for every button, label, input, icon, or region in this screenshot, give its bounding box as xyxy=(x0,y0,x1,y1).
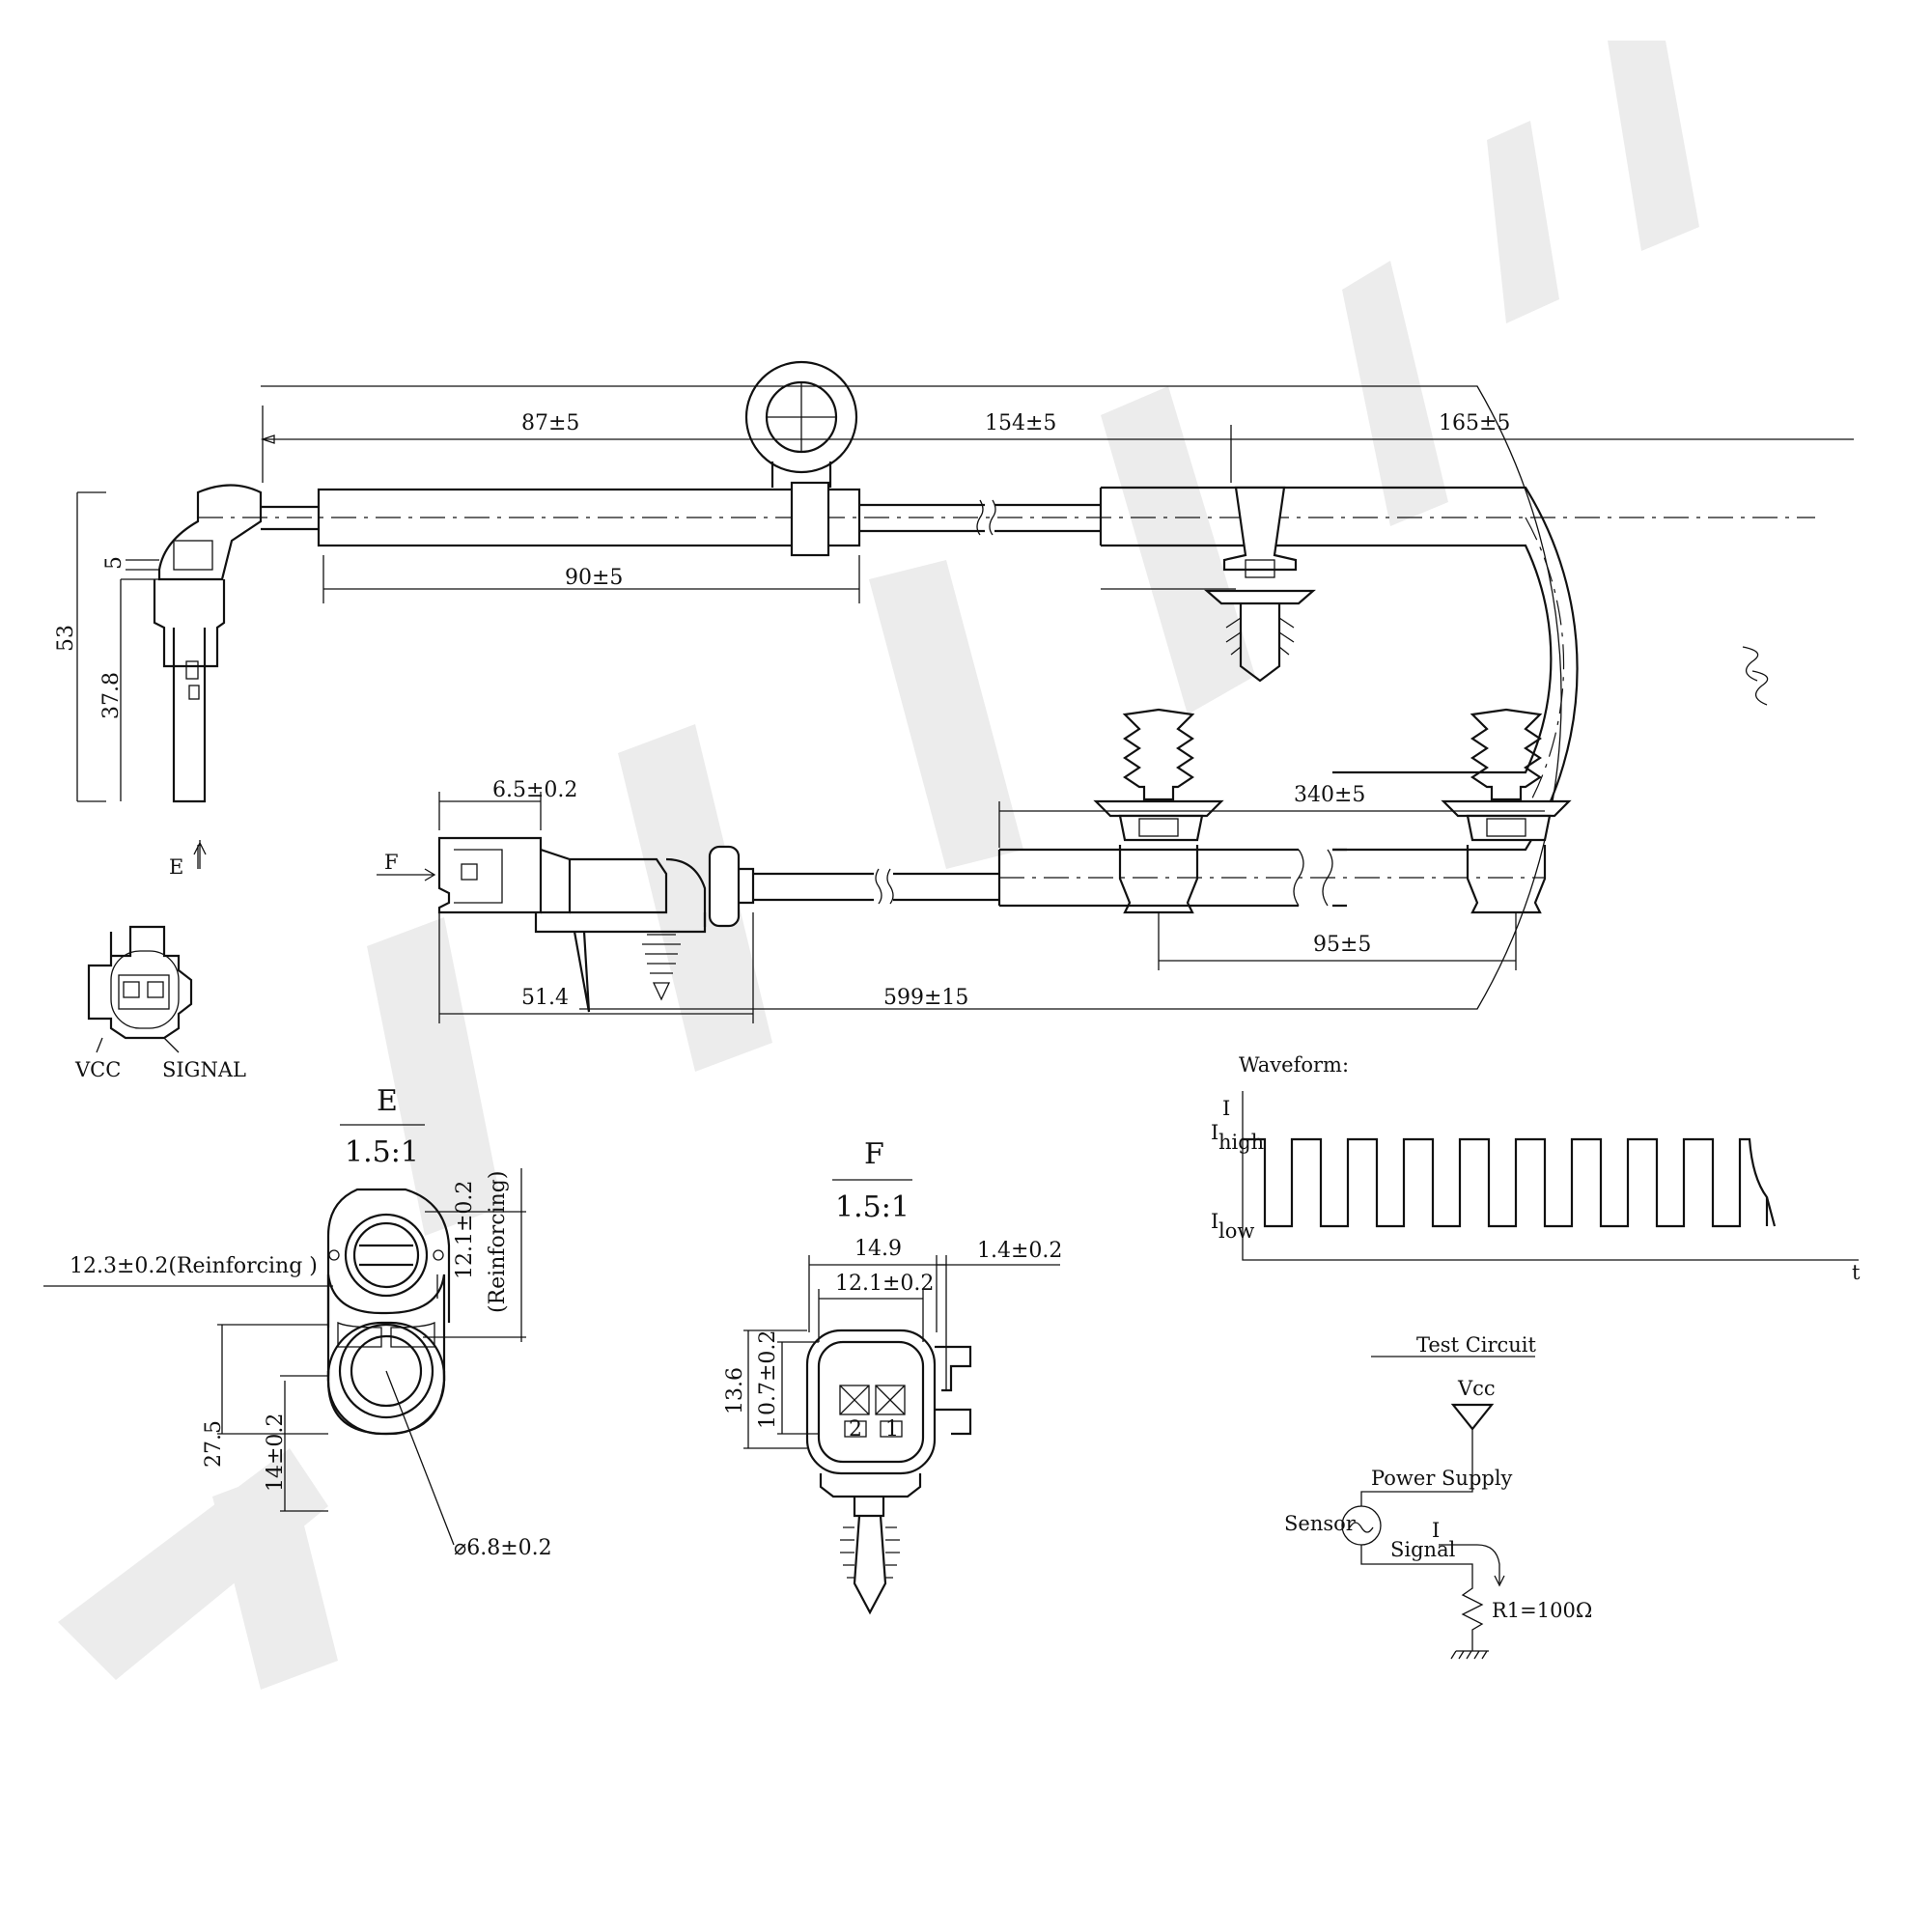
dim-87: 87±5 xyxy=(521,411,579,435)
dim-53: 53 xyxy=(54,625,78,652)
pin-view-small xyxy=(87,925,193,1053)
waveform-y-axis-label: I xyxy=(1222,1097,1230,1120)
detail-f-scale: 1.5:1 xyxy=(835,1190,910,1224)
dim-51-4: 51.4 xyxy=(521,986,569,1010)
circuit-current-label: I xyxy=(1432,1519,1440,1542)
dim-154: 154±5 xyxy=(985,411,1056,435)
top-dimensions xyxy=(76,406,1854,869)
bottom-cable-assembly xyxy=(437,708,1572,1013)
detail-f-height-10-7: 10.7±0.2 xyxy=(756,1330,780,1429)
view-e-arrow-label: E xyxy=(169,855,183,879)
circuit-signal-label: Signal xyxy=(1390,1538,1456,1561)
detail-e-height-27-5: 27.5 xyxy=(202,1420,226,1468)
detail-e-dimensions xyxy=(43,1168,526,1546)
detail-f-height-13-6: 13.6 xyxy=(723,1367,747,1414)
detail-e-height-reinforcing-note: (Reinforcing) xyxy=(486,1171,510,1313)
dim-599: 599±15 xyxy=(883,986,968,1010)
dim-90: 90±5 xyxy=(565,566,623,590)
detail-f-drawing xyxy=(805,1329,972,1615)
top-cable-assembly xyxy=(153,360,1815,1010)
detail-f-width-1-4: 1.4±0.2 xyxy=(977,1239,1062,1263)
detail-f-title: F xyxy=(864,1137,884,1171)
pin-vcc-label: VCC xyxy=(74,1058,121,1081)
detail-f-pin-2: 2 xyxy=(849,1417,862,1441)
dim-340: 340±5 xyxy=(1294,783,1365,807)
detail-e-title: E xyxy=(377,1084,398,1118)
detail-e-scale: 1.5:1 xyxy=(345,1135,419,1169)
brand-watermark-chevrons xyxy=(58,41,1699,1690)
dim-6-5: 6.5±0.2 xyxy=(492,778,577,802)
dim-5: 5 xyxy=(102,556,126,570)
dim-37-8: 37.8 xyxy=(99,672,124,719)
detail-f-pin-1: 1 xyxy=(885,1417,899,1441)
detail-e-width-reinforcing: 12.3±0.2(Reinforcing ) xyxy=(70,1254,318,1278)
circuit-power-supply-label: Power Supply xyxy=(1371,1467,1513,1490)
test-circuit-schematic xyxy=(1341,1403,1505,1660)
waveform-i-high-label: I xyxy=(1211,1121,1218,1144)
circuit-resistor-label: R1=100Ω xyxy=(1492,1599,1592,1622)
circuit-sensor-label: Sensor xyxy=(1284,1512,1357,1535)
waveform-plot xyxy=(1242,1091,1859,1261)
bottom-dimensions xyxy=(193,792,1545,1023)
detail-e-height-12-1: 12.1±0.2 xyxy=(453,1181,477,1279)
detail-e-diameter: ⌀6.8±0.2 xyxy=(454,1536,552,1560)
waveform-title: Waveform: xyxy=(1239,1053,1349,1077)
waveform-i-high-subscript: high xyxy=(1218,1131,1264,1154)
waveform-i-low-subscript: low xyxy=(1218,1219,1254,1243)
dim-165: 165±5 xyxy=(1439,411,1510,435)
circuit-vcc-label: Vcc xyxy=(1457,1377,1496,1400)
detail-e-height-14: 14±0.2 xyxy=(264,1413,288,1492)
dim-95: 95±5 xyxy=(1313,933,1371,957)
detail-f-width-14-9: 14.9 xyxy=(854,1237,902,1261)
view-f-arrow-label: F xyxy=(384,851,399,874)
detail-f-dimensions xyxy=(743,1255,1060,1449)
pin-signal-label: SIGNAL xyxy=(162,1058,246,1081)
waveform-x-axis-label: t xyxy=(1852,1261,1861,1284)
test-circuit-title: Test Circuit xyxy=(1416,1333,1537,1357)
waveform-i-low-label: I xyxy=(1211,1210,1218,1233)
detail-f-width-12-1: 12.1±0.2 xyxy=(835,1272,934,1296)
detail-e-drawing xyxy=(326,1188,451,1436)
